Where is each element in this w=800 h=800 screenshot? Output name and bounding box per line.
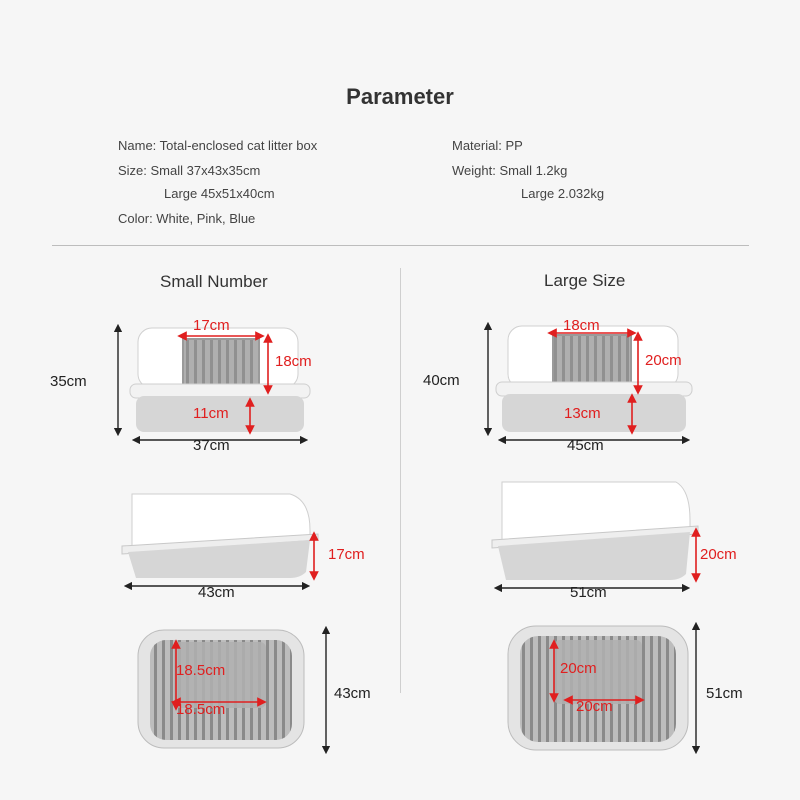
large-front-width-label: 45cm: [567, 437, 604, 454]
large-heading: Large Size: [544, 271, 626, 290]
vertical-divider: [400, 268, 401, 693]
spec-weight-large: Large 2.032kg: [521, 186, 605, 201]
large-tray-height-label: 13cm: [564, 405, 601, 422]
small-opening-width-label: 18.5cm: [176, 701, 226, 718]
small-opening-height-label: 18.5cm: [176, 662, 226, 679]
small-front-height-label: 35cm: [50, 373, 87, 390]
large-opening-height-label: 20cm: [560, 660, 597, 677]
large-side-length-label: 51cm: [570, 584, 607, 601]
large-door-width-label: 18cm: [563, 317, 600, 334]
small-top-view: [137, 625, 331, 755]
large-side-tray-label: 20cm: [700, 546, 737, 563]
spec-color: Color: White, Pink, Blue: [118, 211, 256, 226]
small-side-tray-label: 17cm: [328, 546, 365, 563]
spec-size-small: Size: Small 37x43x35cm: [118, 163, 261, 178]
large-front-height-label: 40cm: [423, 372, 460, 389]
small-heading: Small Number: [160, 272, 268, 291]
small-front-width-label: 37cm: [193, 437, 230, 454]
large-top-view: [507, 621, 701, 755]
spec-weight-small: Weight: Small 1.2kg: [452, 163, 568, 178]
spec-material: Material: PP: [452, 138, 523, 153]
small-door-height-label: 18cm: [275, 353, 312, 370]
small-side-length-label: 43cm: [198, 584, 235, 601]
large-opening-width-label: 20cm: [576, 698, 613, 715]
large-door-height-label: 20cm: [645, 352, 682, 369]
small-tray-height-label: 11cm: [193, 405, 229, 422]
large-top-depth-label: 51cm: [706, 685, 743, 702]
small-top-depth-label: 43cm: [334, 685, 371, 702]
horizontal-divider: [52, 245, 749, 246]
spec-name: Name: Total-enclosed cat litter box: [118, 138, 318, 153]
small-side-view: [121, 493, 319, 591]
large-side-view: [491, 481, 701, 593]
small-front-view: [113, 323, 311, 445]
page-title: Parameter: [346, 84, 454, 109]
spec-size-large: Large 45x51x40cm: [164, 186, 275, 201]
small-door-width-label: 17cm: [193, 317, 230, 334]
large-front-view: [483, 321, 693, 445]
